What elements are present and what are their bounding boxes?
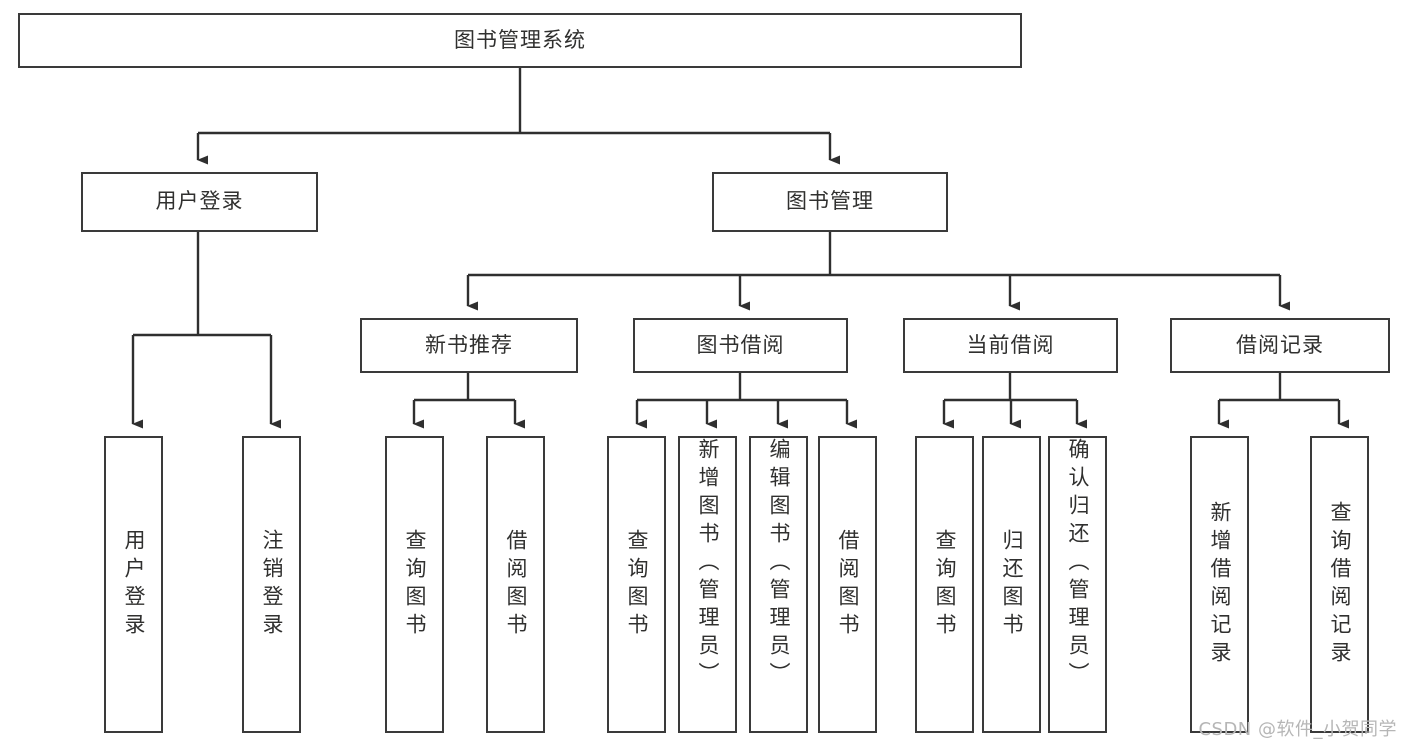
node-label: 归还图书 xyxy=(1000,528,1024,641)
leaf-user-login-login[interactable]: 用户登录 xyxy=(104,436,163,733)
node-label: 查询图书 xyxy=(933,528,957,641)
node-label: 查询图书 xyxy=(403,528,427,641)
node-label: 当前借阅 xyxy=(966,332,1055,357)
leaf-book-borrow-query-book[interactable]: 查询图书 xyxy=(607,436,666,733)
leaf-new-book-borrow-book[interactable]: 借阅图书 xyxy=(486,436,545,733)
node-label: 用户登录 xyxy=(122,528,146,641)
leaf-book-borrow-edit-book-admin[interactable]: 编辑图书（管理员） xyxy=(749,436,808,733)
csdn-watermark: CSDN @软件_小贺同学 xyxy=(1198,719,1397,740)
node-label: 借阅图书 xyxy=(836,528,860,641)
node-label: 借阅记录 xyxy=(1236,332,1324,357)
node-user-login[interactable]: 用户登录 xyxy=(81,172,318,232)
node-label: 用户登录 xyxy=(155,189,244,214)
node-label: 借阅图书 xyxy=(504,528,528,641)
node-borrow-record[interactable]: 借阅记录 xyxy=(1170,318,1390,373)
node-label: 确认归还（管理员） xyxy=(1066,438,1090,690)
node-label: 新增借阅记录 xyxy=(1208,500,1232,669)
node-label: 新增图书（管理员） xyxy=(696,438,720,690)
node-label: 查询借阅记录 xyxy=(1328,500,1352,669)
leaf-current-borrow-confirm-return-admin[interactable]: 确认归还（管理员） xyxy=(1048,436,1107,733)
node-label: 图书管理系统 xyxy=(454,27,586,52)
node-label: 图书借阅 xyxy=(696,332,785,357)
leaf-current-borrow-query-book[interactable]: 查询图书 xyxy=(915,436,974,733)
leaf-book-borrow-borrow-book[interactable]: 借阅图书 xyxy=(818,436,877,733)
leaf-current-borrow-return-book[interactable]: 归还图书 xyxy=(982,436,1041,733)
node-book-management[interactable]: 图书管理 xyxy=(712,172,948,232)
node-label: 图书管理 xyxy=(786,189,874,214)
leaf-new-book-query-book[interactable]: 查询图书 xyxy=(385,436,444,733)
leaf-borrow-record-query-record[interactable]: 查询借阅记录 xyxy=(1310,436,1369,733)
node-label: 查询图书 xyxy=(625,528,649,641)
node-label: 编辑图书（管理员） xyxy=(767,438,791,690)
leaf-user-login-logout[interactable]: 注销登录 xyxy=(242,436,301,733)
node-root-book-management-system[interactable]: 图书管理系统 xyxy=(18,13,1022,68)
node-label: 注销登录 xyxy=(260,528,284,641)
leaf-book-borrow-add-book-admin[interactable]: 新增图书（管理员） xyxy=(678,436,737,733)
node-current-borrow[interactable]: 当前借阅 xyxy=(903,318,1118,373)
leaf-borrow-record-add-record[interactable]: 新增借阅记录 xyxy=(1190,436,1249,733)
node-label: 新书推荐 xyxy=(425,332,513,357)
node-book-borrow[interactable]: 图书借阅 xyxy=(633,318,848,373)
node-new-book-recommend[interactable]: 新书推荐 xyxy=(360,318,578,373)
